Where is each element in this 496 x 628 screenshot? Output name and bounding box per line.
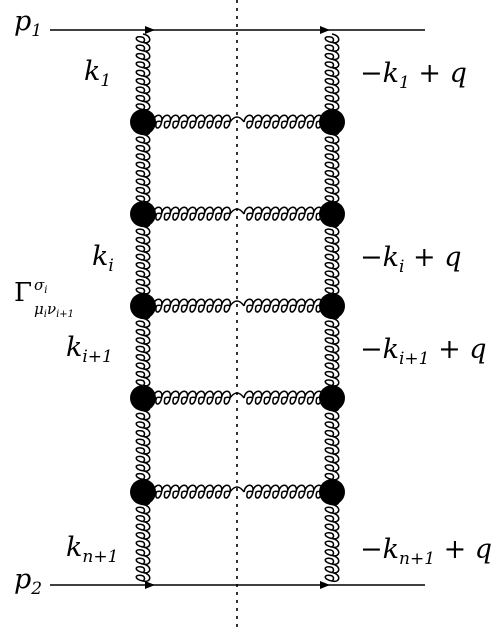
rung-3-left xyxy=(152,298,232,313)
label-ki-plus-1: ki+1 xyxy=(66,332,113,367)
vertex-left-2 xyxy=(130,201,156,227)
gluon-left-3 xyxy=(135,217,151,304)
rung-2-right xyxy=(243,206,324,221)
arrow-top-right xyxy=(320,26,330,34)
rung-5-left xyxy=(152,484,232,499)
rung-4-cut-arc xyxy=(229,392,245,399)
vertex-left-5 xyxy=(130,479,156,505)
label-kn-plus-1: kn+1 xyxy=(66,532,119,567)
label-p1: p1 xyxy=(14,6,43,41)
gluon-right-1 xyxy=(324,33,340,120)
vertex-right-5 xyxy=(319,479,345,505)
gluon-right-3 xyxy=(324,217,340,304)
vertex-right-4 xyxy=(319,385,345,411)
vertex-left-3 xyxy=(130,293,156,319)
rung-1-left xyxy=(152,114,232,129)
rung-2-cut-arc xyxy=(229,208,245,215)
label-minus-kn-plus-1-plus-q: −kn+1 + q xyxy=(360,534,493,569)
vertex-right-1 xyxy=(319,109,345,135)
rung-3-right xyxy=(243,298,324,313)
vertex-left-4 xyxy=(130,385,156,411)
gluon-right-2 xyxy=(324,125,340,212)
gluon-left-6 xyxy=(135,495,151,583)
vertex-left-1 xyxy=(130,109,156,135)
label-minus-k1-plus-q: −k1 + q xyxy=(360,58,467,93)
rung-4-left xyxy=(152,390,232,405)
label-p2: p2 xyxy=(14,564,43,599)
rung-1-right xyxy=(243,114,324,129)
arrow-bottom-left xyxy=(145,581,155,589)
label-ki: ki xyxy=(92,241,114,276)
gluon-right-6 xyxy=(324,495,340,583)
gluon-left-5 xyxy=(135,401,151,490)
gluon-left-2 xyxy=(135,125,151,212)
vertex-right-3 xyxy=(319,293,345,319)
gluon-right-5 xyxy=(324,401,340,490)
gluon-left-4 xyxy=(135,309,151,396)
rung-5-cut-arc xyxy=(229,486,245,493)
rung-1-cut-arc xyxy=(229,116,245,123)
label-minus-ki-plus-1-plus-q: −ki+1 + q xyxy=(360,334,487,369)
label-k1: k1 xyxy=(84,56,112,91)
rung-2-left xyxy=(152,206,232,221)
arrow-bottom-right xyxy=(320,581,330,589)
vertex-right-2 xyxy=(319,201,345,227)
rung-4-right xyxy=(243,390,324,405)
arrow-top-left xyxy=(145,26,155,34)
rung-5-right xyxy=(243,484,324,499)
label-minus-ki-plus-q: −ki + q xyxy=(360,242,462,277)
gluon-right-4 xyxy=(324,309,340,396)
label-gamma-vertex: Γ σi μiνi+1 xyxy=(14,276,75,320)
gluon-left-1 xyxy=(135,33,151,120)
rung-3-cut-arc xyxy=(229,300,245,307)
